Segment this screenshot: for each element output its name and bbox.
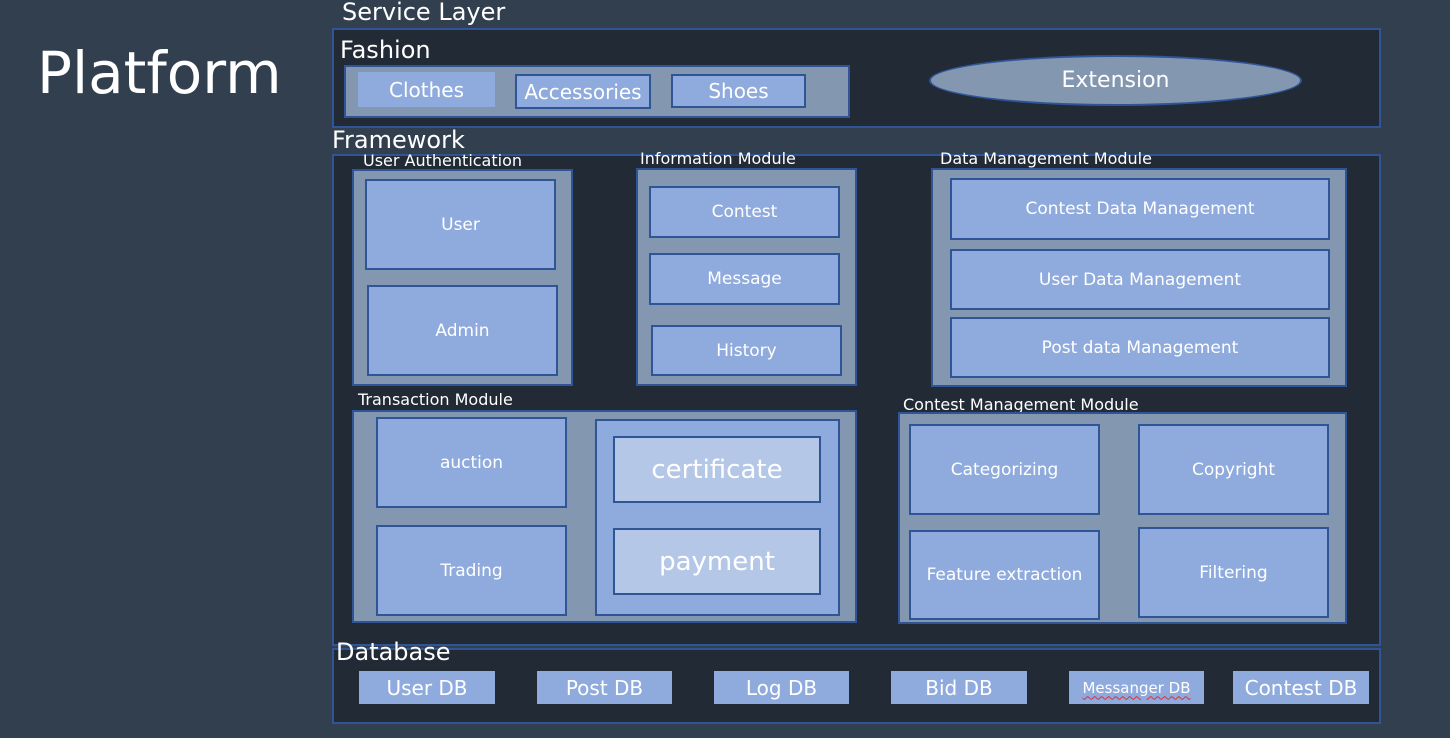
- admin-box: Admin: [367, 285, 558, 376]
- data-management-module-title: Data Management Module: [940, 149, 1152, 168]
- certificate-box: certificate: [613, 436, 821, 503]
- user-db-box: User DB: [359, 671, 495, 704]
- auction-box: auction: [376, 417, 567, 508]
- history-box: History: [651, 325, 842, 376]
- payment-box: payment: [613, 528, 821, 595]
- log-db-box: Log DB: [714, 671, 849, 704]
- bid-db-box: Bid DB: [891, 671, 1027, 704]
- messanger-db-box: Messanger DB: [1069, 671, 1204, 704]
- transaction-module-title: Transaction Module: [358, 390, 513, 409]
- database-title: Database: [336, 638, 451, 666]
- database-frame: [332, 648, 1381, 724]
- information-module-title: Information Module: [640, 149, 796, 168]
- user-authentication-title: User Authentication: [363, 151, 523, 170]
- shoes-box: Shoes: [671, 74, 806, 108]
- platform-title: Platform: [37, 39, 282, 107]
- feature-extraction-box: Feature extraction: [909, 530, 1100, 620]
- contest-db-box: Contest DB: [1233, 671, 1369, 704]
- clothes-box: Clothes: [358, 72, 495, 107]
- accessories-box: Accessories: [515, 74, 651, 109]
- copyright-box: Copyright: [1138, 424, 1329, 515]
- messanger-db-label: Messanger DB: [1082, 678, 1191, 697]
- trading-box: Trading: [376, 525, 567, 616]
- user-box: User: [365, 179, 556, 270]
- message-box: Message: [649, 253, 840, 305]
- service-layer-title: Service Layer: [342, 0, 506, 26]
- post-db-box: Post DB: [537, 671, 672, 704]
- extension-ellipse: Extension: [929, 55, 1302, 106]
- framework-title: Framework: [332, 126, 465, 154]
- user-data-management-box: User Data Management: [950, 249, 1330, 310]
- categorizing-box: Categorizing: [909, 424, 1100, 515]
- contest-management-module-title: Contest Management Module: [903, 395, 1139, 414]
- fashion-title: Fashion: [340, 36, 431, 64]
- contest-data-management-box: Contest Data Management: [950, 178, 1330, 240]
- post-data-management-box: Post data Management: [950, 317, 1330, 378]
- filtering-box: Filtering: [1138, 527, 1329, 618]
- contest-box: Contest: [649, 186, 840, 238]
